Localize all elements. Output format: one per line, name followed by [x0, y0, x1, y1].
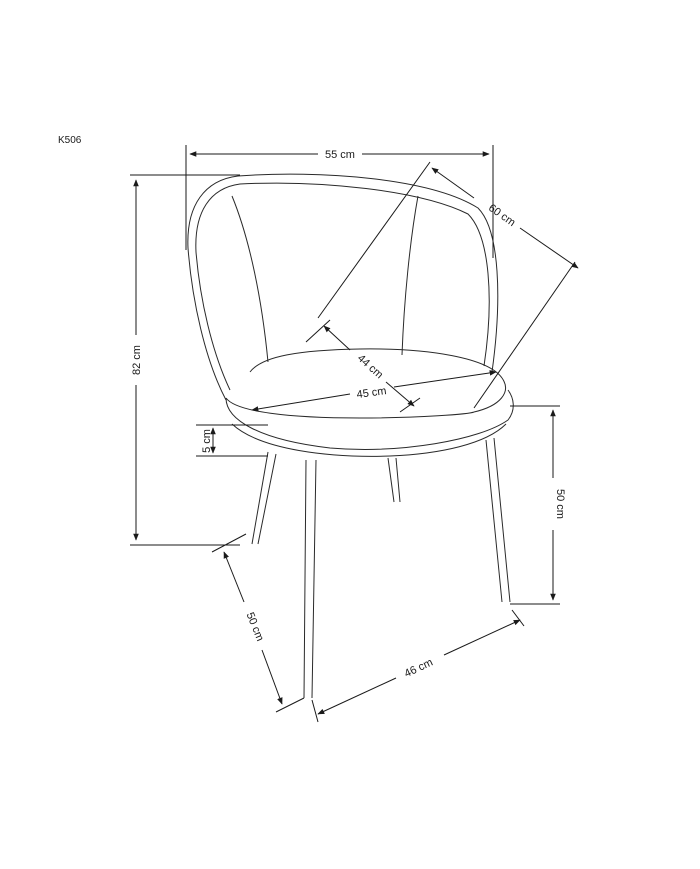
seat-shell — [225, 389, 514, 450]
leg-front-center — [303, 459, 317, 699]
chair-legs — [251, 437, 511, 699]
leg-front-left — [251, 451, 277, 545]
dimension-seat-width: 45 cm — [251, 370, 497, 412]
dimension-seat-height: 50 cm — [510, 405, 566, 605]
height-label: 82 cm — [131, 345, 143, 375]
seat-depth-label: 44 cm — [355, 352, 385, 381]
dimension-leg-width: 46 cm — [311, 609, 525, 723]
seat-thickness-label: 5 cm — [201, 429, 213, 453]
leg-depth-label: 50 cm — [244, 611, 266, 643]
backrest-left-inner — [195, 251, 231, 391]
backrest-seam-right — [401, 195, 419, 356]
seat-top — [249, 348, 506, 413]
depth-label: 60 cm — [486, 202, 517, 229]
width-label: 55 cm — [325, 149, 355, 161]
seat-bottom — [231, 423, 507, 457]
dimension-height: 82 cm — [130, 174, 240, 546]
leg-back-center — [387, 457, 401, 503]
seat-height-label: 50 cm — [554, 489, 566, 519]
dimension-seat-thickness: 5 cm — [196, 424, 268, 457]
dimension-leg-depth: 50 cm — [211, 533, 305, 713]
leg-front-right — [485, 437, 511, 603]
dimension-width: 55 cm — [185, 145, 494, 258]
backrest-outer — [187, 173, 499, 373]
model-code: K506 — [58, 135, 82, 146]
leg-width-label: 46 cm — [403, 657, 435, 681]
seat-front — [225, 397, 475, 419]
backrest-left-side — [187, 247, 227, 401]
backrest-seam-left — [231, 195, 269, 363]
chair-outline — [187, 173, 514, 457]
dimension-depth: 60 cm — [317, 161, 579, 409]
backrest-inner — [195, 182, 490, 367]
seat-width-label: 45 cm — [356, 385, 387, 401]
